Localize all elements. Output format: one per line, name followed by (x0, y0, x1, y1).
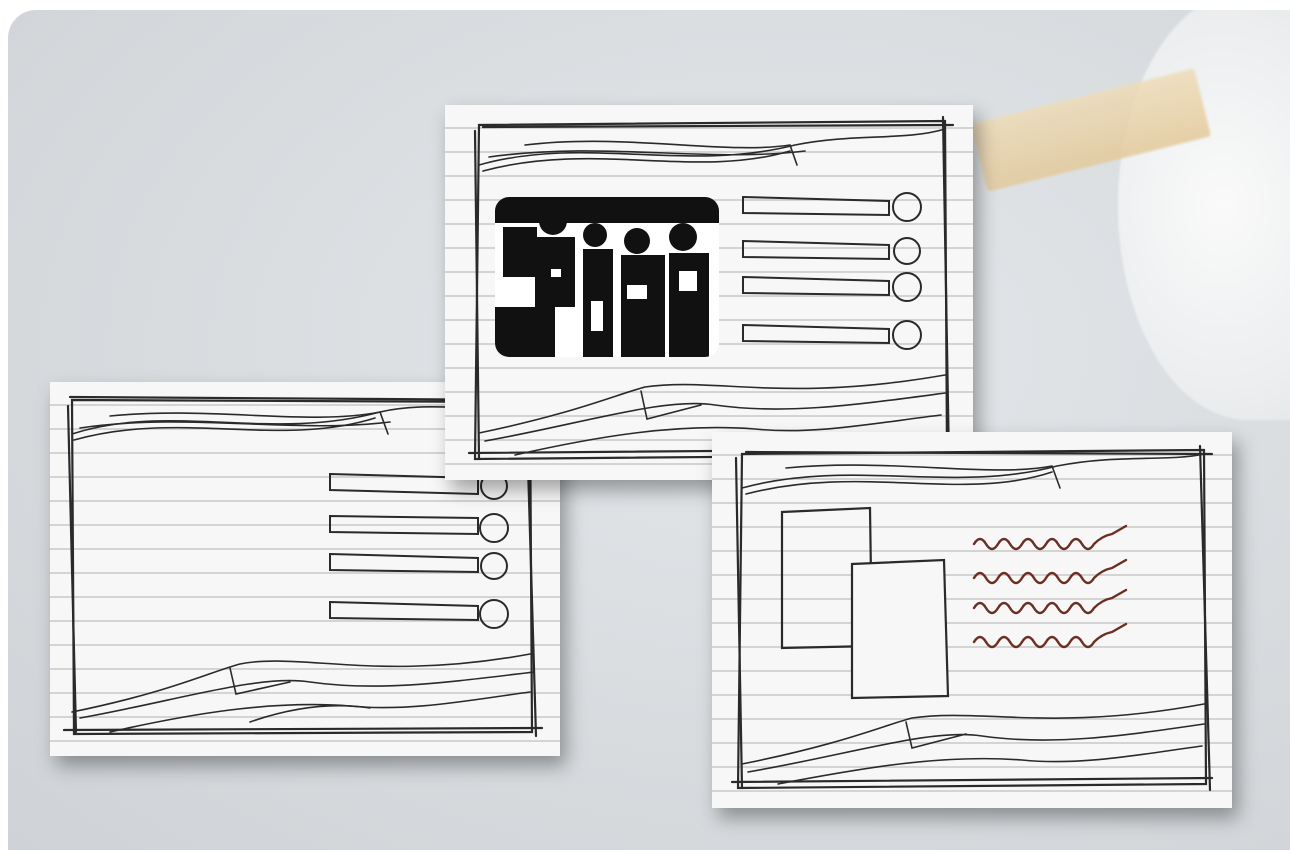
image-boxes (782, 508, 948, 698)
halftone-photo (495, 197, 719, 357)
footer-wave (72, 654, 534, 732)
text-scribbles (974, 526, 1126, 647)
white-rounded-object (1118, 10, 1290, 420)
card-frame (732, 446, 1212, 790)
header-wave (742, 454, 1204, 494)
list-rows (330, 473, 508, 628)
wireframe-card-boxes-text (712, 432, 1232, 808)
footer-wave (742, 704, 1204, 784)
wireframe-card-photo-list (445, 105, 973, 480)
sketch-background (8, 10, 1290, 850)
list-rows (743, 193, 921, 349)
header-wave (479, 129, 945, 171)
